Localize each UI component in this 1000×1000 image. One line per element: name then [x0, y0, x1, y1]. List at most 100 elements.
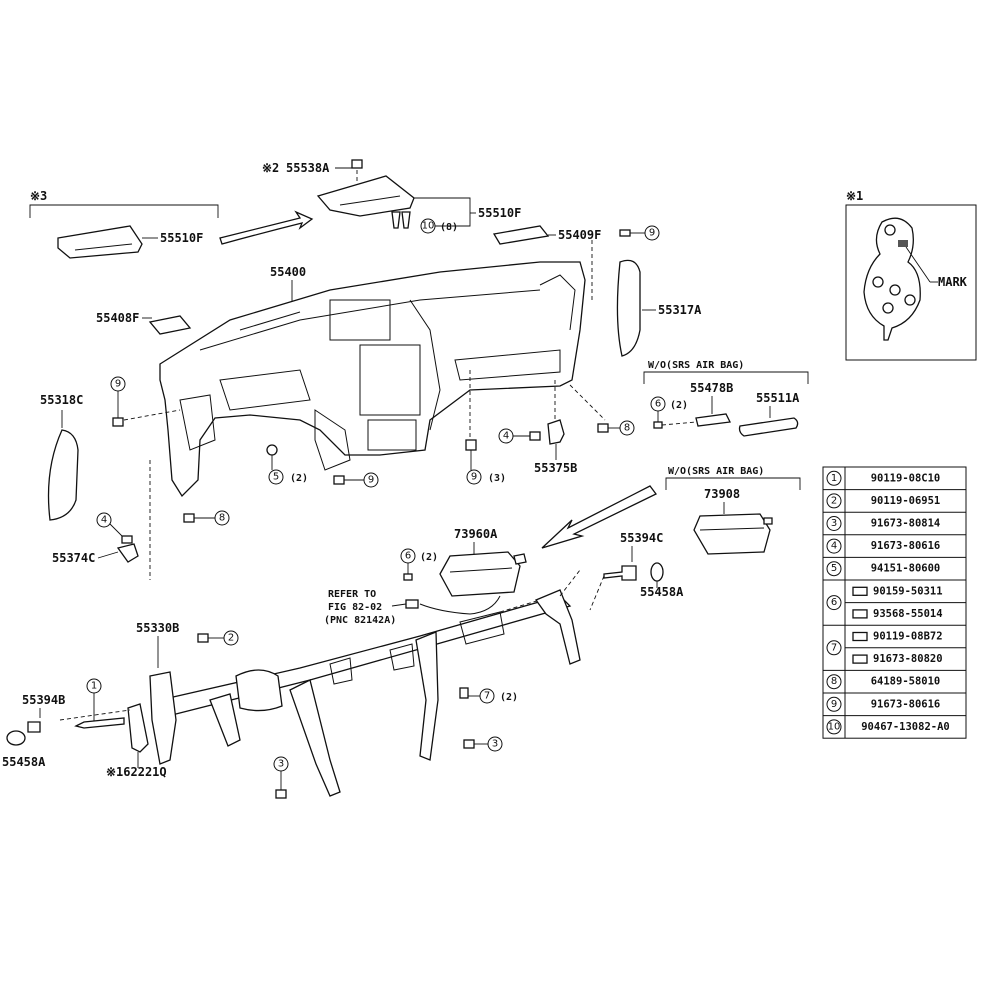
- callout-7-qty: (2): [500, 692, 518, 703]
- bracket-55374C-part[interactable]: [116, 543, 139, 563]
- label-55538A: 55538A: [286, 161, 330, 175]
- label-73908: 73908: [704, 487, 740, 501]
- leg-center-right-part[interactable]: [415, 631, 439, 761]
- cover-55408F-part[interactable]: [148, 315, 192, 335]
- instrument-panel-55400-part[interactable]: [159, 261, 586, 498]
- screw-4-left[interactable]: [121, 535, 133, 544]
- callout-7-group: 7 (2): [459, 687, 518, 704]
- part-55375B-group: 4 55375B: [498, 419, 577, 475]
- screw-9-bottom[interactable]: [333, 475, 345, 485]
- side-bracket-right-part[interactable]: [534, 589, 581, 665]
- clip-55538A-part[interactable]: [351, 159, 363, 169]
- nut-5-part[interactable]: [266, 444, 278, 456]
- table-part-number[interactable]: 91673-80616: [871, 698, 941, 710]
- callout-8-right: [619, 420, 635, 436]
- label-55510F-top: 55510F: [478, 206, 521, 220]
- label-55458A-left: 55458A: [2, 755, 46, 769]
- bracket-detail-part[interactable]: [863, 217, 921, 341]
- side-panel-55317A-part[interactable]: [616, 259, 641, 357]
- screw-9-left[interactable]: [112, 417, 124, 427]
- svg-text:8: 8: [219, 513, 225, 524]
- label-55458A-right: 55458A: [640, 585, 684, 599]
- table-part-number[interactable]: 64189-58010: [871, 676, 941, 688]
- leg-center-left-part[interactable]: [289, 679, 341, 797]
- column-bracket-part[interactable]: [235, 669, 283, 712]
- callout-8-right-group: 8: [597, 420, 635, 436]
- airbag-73960A-part[interactable]: [439, 551, 521, 597]
- callout-9-bottom: [363, 472, 379, 488]
- bolt-1-part[interactable]: [74, 717, 125, 729]
- side-panel-55318C-part[interactable]: [47, 429, 79, 521]
- screw-8-right[interactable]: [597, 423, 609, 433]
- table-part-number[interactable]: 90467-13082-A0: [861, 721, 950, 733]
- clip-9-part[interactable]: [465, 439, 477, 451]
- label-55330B: 55330B: [136, 621, 179, 635]
- label-55408F: 55408F: [96, 311, 139, 325]
- table-part-number[interactable]: 90119-06951: [871, 495, 941, 507]
- callout-9-left-group: 9: [110, 376, 181, 427]
- cover-55409F-part[interactable]: [492, 225, 550, 245]
- upper-cover-top-part[interactable]: [316, 175, 415, 217]
- svg-text:9: 9: [115, 379, 121, 390]
- wo-srs-label-2: W/O(SRS AIR BAG): [668, 466, 764, 477]
- wo-srs-group-1: W/O(SRS AIR BAG) 55478B 55511A 6 (2): [643, 360, 809, 437]
- table-part-number[interactable]: 90119-08C10: [871, 472, 941, 484]
- bolt-55394B-part[interactable]: [27, 721, 41, 733]
- table-fastener-icon: [852, 631, 868, 642]
- bracket-62221Q-part[interactable]: [127, 703, 149, 753]
- table-part-number[interactable]: 93568-55014: [873, 608, 943, 620]
- clip-10-part[interactable]: [391, 211, 401, 229]
- svg-text:2: 2: [228, 633, 234, 644]
- cap-55458A-right-part[interactable]: [650, 562, 664, 582]
- left-bolt-group: 1 55394B 55458A ※162221Q: [2, 678, 167, 779]
- clip-55478B-part[interactable]: [695, 413, 731, 427]
- bolt-55394C-part[interactable]: [603, 565, 637, 581]
- callout-8-left-group: 8: [149, 460, 230, 580]
- table-ref-circle: [826, 674, 842, 690]
- table-part-number[interactable]: 91673-80820: [873, 653, 943, 665]
- trim-55511A-part[interactable]: [738, 417, 799, 437]
- screw-4-center[interactable]: [529, 431, 541, 441]
- connector-part[interactable]: [405, 599, 419, 609]
- table-fastener-icon: [852, 586, 868, 596]
- screw-8-left[interactable]: [183, 513, 195, 523]
- part-55394C-group: 55394C 55458A: [589, 531, 684, 611]
- upper-cover-left-part[interactable]: [57, 225, 143, 259]
- part-55408F-group: 55408F: [96, 311, 192, 335]
- table-fastener-icon: [852, 609, 868, 619]
- svg-text:7: 7: [484, 691, 490, 702]
- table-part-number[interactable]: 90119-08B72: [873, 631, 943, 643]
- table-ref-circle: [826, 640, 842, 656]
- bolt-3-left[interactable]: [275, 789, 287, 799]
- box-73908-part[interactable]: [693, 513, 771, 555]
- leg-left-part[interactable]: [209, 693, 241, 747]
- table-ref-number: 2: [831, 495, 837, 506]
- callout-6-mid-qty: (2): [420, 552, 438, 563]
- refer-to-line-2: FIG 82-02: [328, 602, 382, 613]
- side-bracket-left-part[interactable]: [149, 671, 177, 765]
- note-3-bracket: [29, 204, 219, 218]
- label-73960A: 73960A: [454, 527, 498, 541]
- table-ref-circle: [826, 561, 842, 577]
- svg-text:9: 9: [471, 472, 477, 483]
- svg-text:1: 1: [91, 681, 97, 692]
- bolt-2-part[interactable]: [197, 633, 209, 643]
- cap-55458A-left-part[interactable]: [6, 730, 26, 746]
- part-55318C-group: 55318C: [40, 393, 83, 521]
- svg-text:5: 5: [273, 472, 279, 483]
- bracket-55375B-part[interactable]: [547, 419, 565, 445]
- bolt-3-right[interactable]: [463, 739, 475, 749]
- table-part-number[interactable]: 91673-80814: [871, 518, 941, 530]
- clip-6-mid[interactable]: [403, 573, 413, 581]
- callout-10-qty: (8): [440, 222, 458, 233]
- clip-6-top[interactable]: [653, 421, 663, 429]
- bolt-7-part[interactable]: [459, 687, 469, 699]
- table-part-number[interactable]: 91673-80616: [871, 540, 941, 552]
- screw-9-top[interactable]: [619, 229, 631, 237]
- table-ref-number: 3: [831, 518, 837, 529]
- table-part-number[interactable]: 94151-80600: [871, 563, 941, 575]
- table-ref-number: 9: [831, 699, 837, 710]
- table-part-number[interactable]: 90159-50311: [873, 585, 943, 597]
